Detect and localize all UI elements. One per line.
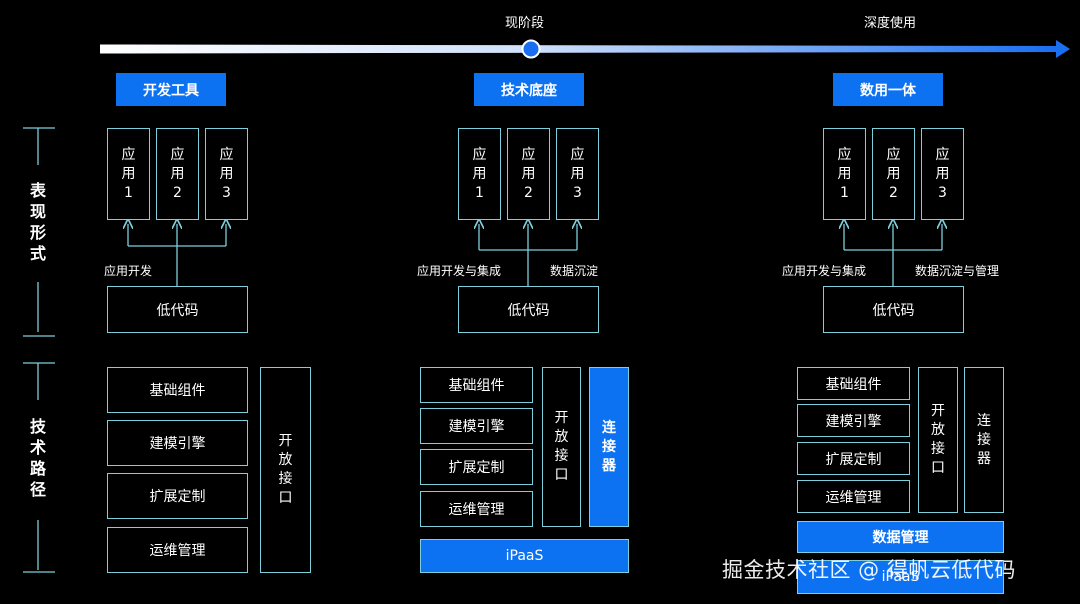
col1-module-3: 扩展定制 [107,473,248,519]
watermark: 掘金技术社区 @ 得帆云低代码 [722,558,1016,582]
col2-module-2: 建模引擎 [420,408,533,444]
col1-app-1: 应用1 [107,128,150,220]
col2-app-2: 应用2 [507,128,550,220]
col2-app-3: 应用3 [556,128,599,220]
col1-module-1: 基础组件 [107,367,248,413]
col3-module-4: 运维管理 [797,480,910,513]
side-brackets [23,127,55,573]
col2-connector: 连接器 [589,367,629,527]
col3-arrows [844,224,942,286]
col3-title: 数用一体 [833,73,943,106]
col2-module-3: 扩展定制 [420,449,533,485]
col2-app-1: 应用1 [458,128,501,220]
col1-arrows [128,224,226,286]
col1-lowcode: 低代码 [107,286,248,333]
col2-arrows [479,224,577,286]
side-label-tech-path: 技术路径 [29,417,46,499]
col1-open-api: 开放接口 [260,367,311,573]
col3-module-2: 建模引擎 [797,404,910,437]
col3-module-1: 基础组件 [797,367,910,400]
stage-current-label: 现阶段 [505,16,545,31]
col2-title: 技术底座 [474,73,584,106]
col2-module-4: 运维管理 [420,491,533,527]
col3-connector: 连接器 [964,367,1004,513]
col3-app-1: 应用1 [823,128,866,220]
col3-app-3: 应用3 [921,128,964,220]
col2-arrow-label-1: 应用开发与集成 [417,264,502,278]
col3-ipaas: iPaaS [797,560,1004,594]
col3-lowcode: 低代码 [823,286,964,333]
timeline [100,39,1070,59]
col3-app-2: 应用2 [872,128,915,220]
col1-module-4: 运维管理 [107,527,248,573]
col3-module-3: 扩展定制 [797,442,910,475]
col1-app-2: 应用2 [156,128,199,220]
col2-ipaas: iPaaS [420,539,629,573]
col2-arrow-label-2: 数据沉淀 [550,264,599,278]
col3-data-management: 数据管理 [797,521,1004,553]
col1-module-2: 建模引擎 [107,420,248,466]
col3-arrow-label-2: 数据沉淀与管理 [915,264,1000,278]
side-label-presentation: 表现形式 [29,181,46,263]
col1-app-3: 应用3 [205,128,248,220]
col3-open-api: 开放接口 [918,367,958,513]
col1-title: 开发工具 [116,73,226,106]
col2-open-api: 开放接口 [542,367,581,527]
col2-lowcode: 低代码 [458,286,599,333]
stage-future-label: 深度使用 [864,16,917,31]
col2-module-1: 基础组件 [420,367,533,403]
col3-arrow-label-1: 应用开发与集成 [782,264,867,278]
col1-arrow-label: 应用开发 [104,264,153,278]
